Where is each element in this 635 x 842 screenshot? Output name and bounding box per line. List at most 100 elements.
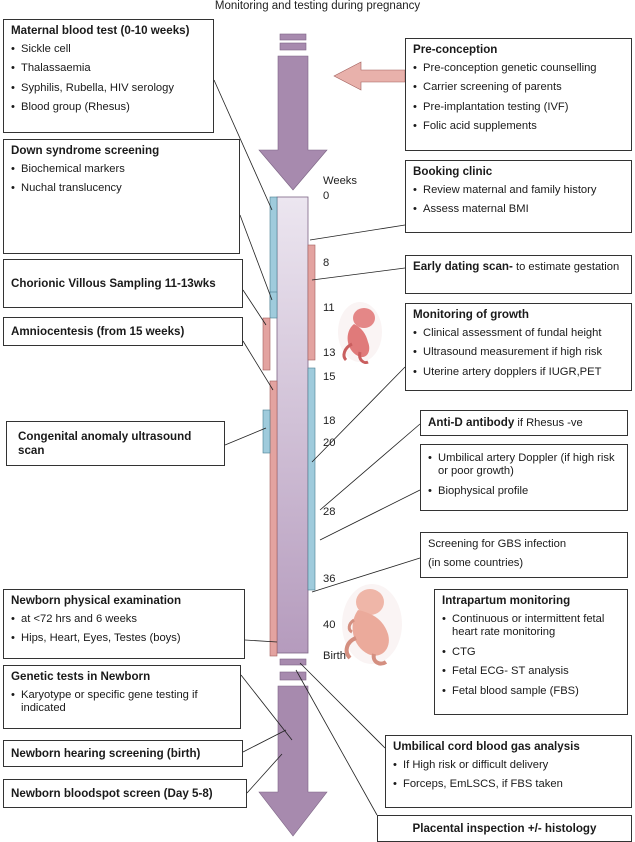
maternal-blood-test-title: Maternal blood test (0-10 weeks) [11,24,190,37]
week-tick-40: 40 [323,619,336,631]
placental-inspection-box: Placental inspection +/- histology [377,815,632,842]
hearing-screening-title: Newborn hearing screening (birth) [11,746,201,760]
intrapartum-item: Continuous or intermittent fetal heart r… [442,613,620,640]
week-tick-20: 20 [323,437,336,449]
down-syndrome-window-bar [269,291,278,319]
intrapartum-item: Fetal blood sample (FBS) [442,685,620,699]
cvs-box: Chorionic Villous Sampling 11-13wks [3,259,243,308]
dating-scan-title: Early dating scan- [413,260,513,273]
week-tick-15: 15 [323,371,336,383]
week-tick-28: 28 [323,506,336,518]
anomaly-scan-box: Congenital anomaly ultrasound scan [6,421,225,466]
preconception-title: Pre-conception [413,43,498,56]
booking-clinic-item: Review maternal and family history [413,184,624,198]
down-syndrome-box: Down syndrome screening Biochemical mark… [3,139,240,254]
anti-d-title: Anti-D antibody [428,416,515,429]
newborn-exam-item: Hips, Heart, Eyes, Testes (boys) [11,632,237,646]
bloodspot-screen-box: Newborn bloodspot screen (Day 5-8) [3,779,247,808]
anomaly-scan-window-bar [262,409,271,454]
growth-monitoring-item: Clinical assessment of fundal height [413,327,624,341]
newborn-exam-item: at <72 hrs and 6 weeks [11,613,237,627]
newborn-exam-box: Newborn physical examination at <72 hrs … [3,589,245,659]
growth-monitoring-item: Uterine artery dopplers if IUGR,PET [413,366,624,380]
preconception-item: Carrier screening of parents [413,81,624,95]
cvs-title: Chorionic Villous Sampling 11-13wks [11,276,216,290]
booking-clinic-title: Booking clinic [413,165,493,178]
booking-clinic-item: Assess maternal BMI [413,203,624,217]
connector-placenta [295,669,378,816]
doppler-item: Umbilical artery Doppler (if high risk o… [428,452,620,479]
maternal-blood-test-box: Maternal blood test (0-10 weeks) Sickle … [3,19,214,133]
gbs-screening-box: Screening for GBS infection (in some cou… [420,532,628,578]
growth-monitoring-box: Monitoring of growth Clinical assessment… [405,303,632,391]
maternal-blood-item: Thalassaemia [11,62,206,76]
gbs-screening-line: (in some countries) [428,557,524,570]
connector-amniocentesis [242,340,274,391]
connector-genetic [240,674,293,741]
growth-monitoring-title: Monitoring of growth [413,308,529,321]
intrapartum-title: Intrapartum monitoring [442,594,571,607]
week-tick-11: 11 [323,302,335,314]
preconception-arrow [333,61,406,91]
intrapartum-item: Fetal ECG- ST analysis [442,665,620,679]
cord-gas-item: Forceps, EmLSCS, if FBS taken [393,778,624,792]
placental-inspection-title: Placental inspection +/- histology [412,821,597,835]
connector-cvs [242,289,267,326]
intrapartum-box: Intrapartum monitoring Continuous or int… [434,589,628,715]
week-tick-18: 18 [323,415,336,427]
connector-hearing [242,729,287,753]
hearing-screening-box: Newborn hearing screening (birth) [3,740,243,767]
amniocentesis-box: Amniocentesis (from 15 weeks) [3,317,243,346]
cvs-window-bar [262,317,271,371]
connector-booking [309,224,406,241]
connector-anomaly [224,427,267,446]
connector-gbs [311,557,421,593]
week-tick-8: 8 [323,257,330,269]
week-tick-birth: Birth [323,650,347,662]
connector-down-syndrome [239,214,273,301]
down-syndrome-item: Nuchal translucency [11,182,232,196]
dating-scan-window-bar [307,244,316,361]
timeline-top-bar-2 [279,42,307,51]
connector-maternal-blood [213,79,273,211]
birth-bar-2 [279,671,307,681]
connector-dating [311,267,406,281]
timeline-bottom-arrow [258,685,328,837]
bloodspot-screen-title: Newborn bloodspot screen (Day 5-8) [11,786,213,800]
amniocentesis-title: Amniocentesis (from 15 weeks) [11,324,185,338]
pregnancy-timeline-bar [276,196,309,654]
cord-gas-item: If High risk or difficult delivery [393,759,624,773]
preconception-item: Pre-conception genetic counselling [413,62,624,76]
anti-d-detail: if Rhesus -ve [514,417,583,429]
newborn-exam-title: Newborn physical examination [11,594,182,607]
connector-doppler [319,489,421,541]
birth-bar-1 [279,658,307,666]
growth-window-bar [307,367,316,591]
weeks-axis-label: Weeks [323,175,357,187]
doppler-box: Umbilical artery Doppler (if high risk o… [420,444,628,511]
booking-clinic-box: Booking clinic Review maternal and famil… [405,160,632,233]
cord-gas-title: Umbilical cord blood gas analysis [393,740,580,753]
week-tick-36: 36 [323,573,336,585]
week-tick-13: 13 [323,347,336,359]
preconception-item: Folic acid supplements [413,120,624,134]
dating-scan-detail: to estimate gestation [512,261,620,273]
diagram-title: Monitoring and testing during pregnancy [214,0,421,12]
intrapartum-item: CTG [442,646,620,660]
maternal-blood-item: Sickle cell [11,43,206,57]
anomaly-scan-title: Congenital anomaly ultrasound scan [18,430,192,457]
down-syndrome-title: Down syndrome screening [11,144,160,157]
connector-bloodspot [246,753,283,794]
anti-d-box: Anti-D antibody if Rhesus -ve [420,410,628,436]
connector-cordgas [299,662,386,749]
doppler-item: Biophysical profile [428,485,620,499]
growth-monitoring-item: Ultrasound measurement if high risk [413,346,624,360]
dating-scan-box: Early dating scan- to estimate gestation [405,255,632,294]
maternal-blood-item: Syphilis, Rubella, HIV serology [11,82,206,96]
fetus-large-icon [342,584,402,666]
fetus-small-icon [338,302,382,364]
connector-growth [311,366,406,463]
connector-antid [319,423,421,511]
timeline-top-arrow [258,55,328,191]
